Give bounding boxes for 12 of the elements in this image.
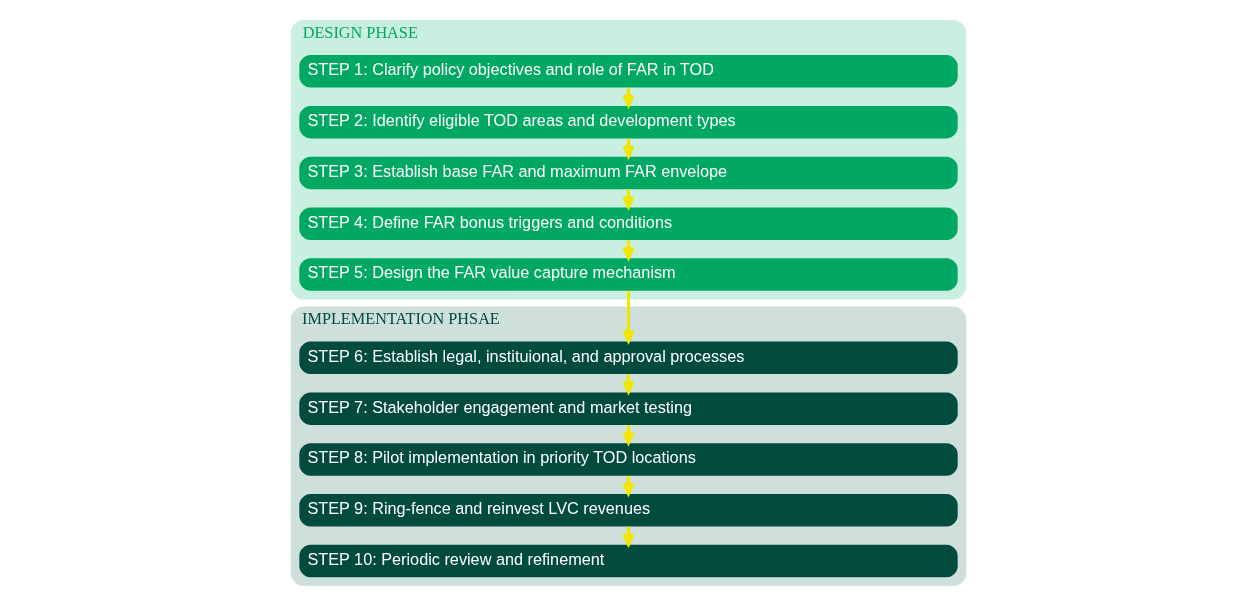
node-box: STEP 1: Clarify policy objectives and role of FAR in TOD	[298, 55, 958, 88]
node-box: STEP 2: Identify eligible TOD areas and development types	[298, 105, 958, 139]
node-box: STEP 5: Design the FAR value capture mechanism	[298, 258, 958, 291]
node-box: STEP 10: Periodic review and refinement	[298, 544, 958, 578]
node-box: STEP 6: Establish legal, instituional, and approval processes	[298, 341, 958, 375]
node-box: STEP 9: Ring-fence and reinvest LVC revenues	[298, 494, 958, 527]
node-box: STEP 8: Pilot implementation in priority TOD locations	[298, 443, 958, 476]
node-box: STEP 7: Stakeholder engagement and market testing	[298, 392, 958, 425]
arrow	[621, 189, 635, 209]
node-box: STEP 3: Establish base FAR and maximum FAR envelope	[298, 156, 958, 190]
arrow	[621, 290, 635, 343]
node-box: STEP 4: Define FAR bonus triggers and conditions	[298, 207, 958, 240]
